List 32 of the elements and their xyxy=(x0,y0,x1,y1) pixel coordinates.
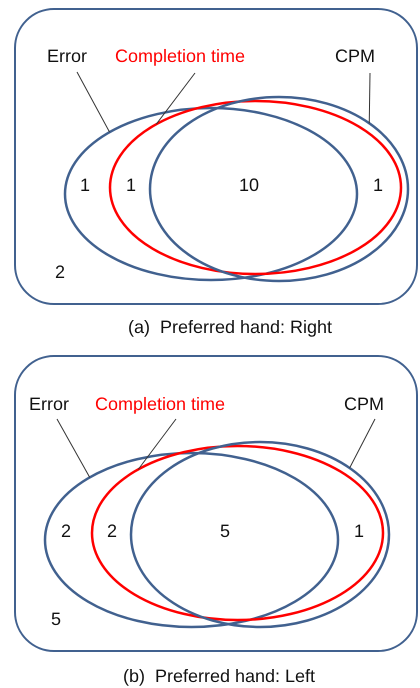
set-label: Completion time xyxy=(95,394,226,414)
set-label: Error xyxy=(29,394,69,414)
region-count: 1 xyxy=(373,175,383,195)
panel-caption: (b) Preferred hand: Left xyxy=(122,665,316,687)
leader-line xyxy=(156,72,196,125)
set-label: CPM xyxy=(344,394,384,414)
venn-ellipse xyxy=(64,106,358,282)
leader-line xyxy=(138,418,176,470)
region-count: 1 xyxy=(80,175,90,195)
leader-line xyxy=(76,72,110,133)
region-count: 5 xyxy=(220,521,230,541)
venn-ellipse xyxy=(90,444,384,622)
group-panel xyxy=(14,355,418,652)
leader-line xyxy=(349,418,376,468)
venn-ellipse xyxy=(44,452,340,628)
set-label: Error xyxy=(47,46,87,66)
set-label: CPM xyxy=(335,46,375,66)
region-count: 10 xyxy=(238,175,260,195)
venn-ellipse xyxy=(148,96,410,282)
panel-caption: (a) Preferred hand: Right xyxy=(128,316,332,338)
region-count: 2 xyxy=(61,521,71,541)
region-count: 2 xyxy=(55,262,65,282)
group-panel xyxy=(14,8,418,305)
venn-ellipse xyxy=(130,440,390,628)
region-count: 1 xyxy=(126,175,136,195)
venn-ellipse xyxy=(108,100,402,276)
region-count: 1 xyxy=(354,521,364,541)
set-label: Completion time xyxy=(115,46,246,66)
leader-line xyxy=(56,418,90,478)
region-count: 2 xyxy=(107,521,117,541)
leader-line xyxy=(368,72,370,124)
region-count: 5 xyxy=(51,609,61,629)
